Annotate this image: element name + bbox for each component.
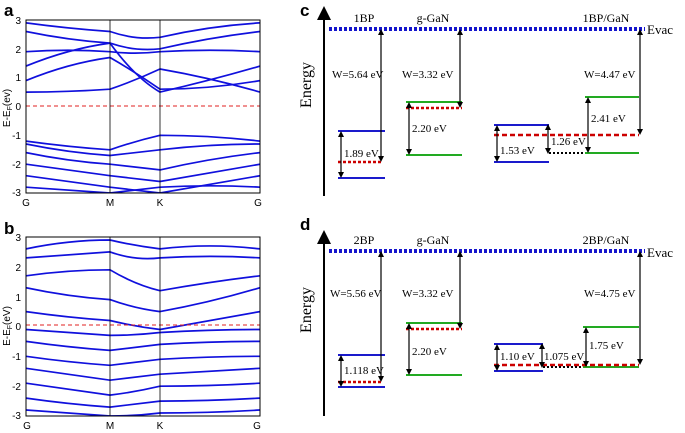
a-band-1 [26, 30, 260, 51]
xtick-a-m: M [106, 198, 114, 209]
bandgap-value-ggan-hetero-d: 1.75 eV [589, 340, 624, 352]
a-band-2 [26, 49, 260, 54]
a-band-11 [26, 184, 260, 193]
ytick-b-1: 1 [15, 293, 21, 304]
bandgap-value-ggan-c: 2.20 eV [412, 123, 447, 135]
column-title-1bp-gan: 1BP/GaN [583, 11, 630, 25]
panel-letter-b: b [4, 219, 14, 238]
y-axis-label-b: E-EF(eV) [2, 306, 14, 346]
panel-b: b 3 2 1 0 -1 -2 -3 G M K G E-EF(eV) [2, 219, 261, 432]
band-lines-b [26, 239, 260, 416]
energy-label-d: Energy [298, 287, 315, 333]
b-band-10 [26, 397, 260, 408]
column-title-2bp-gan: 2BP/GaN [583, 233, 630, 247]
xtick-a-g2: G [254, 198, 262, 209]
energy-axis-arrowhead-c [317, 6, 331, 20]
xtick-b-m: M [106, 421, 114, 432]
b-band-5 [26, 328, 260, 337]
work-function-ggan-d: W=3.32 eV [402, 288, 453, 300]
ylabel-b-sub: F [7, 325, 14, 329]
work-function-ggan-c: W=3.32 eV [402, 69, 453, 81]
b-band-7 [26, 355, 260, 367]
panel-a: a 3 2 1 0 -1 -2 -3 G M K G E-EF(ev) [2, 1, 262, 209]
ylabel-a-main: E-E [2, 110, 13, 127]
xtick-a-k: K [157, 198, 164, 209]
energy-axis-arrowhead-d [317, 230, 331, 244]
a-band-6 [26, 134, 260, 151]
x-ticks-b: G M K G [23, 421, 261, 432]
ylabel-a-sub: F [7, 106, 14, 110]
ytick-a-m2: -2 [12, 160, 21, 171]
ylabel-b-unit: (eV) [2, 306, 13, 325]
ytick-b-m2: -2 [12, 382, 21, 393]
a-band-4 [26, 56, 260, 91]
bandgap-value-ggan-hetero-c: 2.41 eV [591, 113, 626, 125]
a-band-0 [26, 22, 260, 39]
column-title-1bp: 1BP [354, 11, 375, 25]
xtick-b-k: K [157, 421, 164, 432]
column-title-2bp: 2BP [354, 233, 375, 247]
offset-value-c: 1.26 eV [551, 136, 586, 148]
panel-c: c Energy Evac 1BP g-GaN 1BP/GaN 1.89 eV … [298, 1, 673, 196]
b-band-9 [26, 382, 260, 396]
b-band-8 [26, 367, 260, 382]
a-band-7 [26, 143, 260, 157]
ytick-a-0: 0 [15, 102, 21, 113]
ytick-a-3: 3 [15, 16, 21, 27]
ytick-a-2: 2 [15, 45, 21, 56]
energy-label-c: Energy [298, 62, 315, 108]
xtick-b-g1: G [23, 421, 31, 432]
xtick-a-g1: G [22, 198, 30, 209]
column-title-ggan-c: g-GaN [417, 11, 450, 25]
b-band-11 [26, 409, 260, 416]
ytick-b-3: 3 [15, 233, 21, 244]
work-function-hetero-d: W=4.75 eV [584, 288, 635, 300]
ytick-b-m1: -1 [12, 352, 21, 363]
panel-letter-d: d [300, 215, 310, 234]
svg-text:E-EF(ev): E-EF(ev) [2, 89, 14, 127]
plot-frame-a [25, 19, 261, 194]
b-band-1 [26, 251, 260, 260]
y-ticks-b: 3 2 1 0 -1 -2 -3 [12, 233, 21, 422]
ylabel-a-unit: (ev) [2, 89, 13, 106]
plot-frame-b [25, 236, 261, 417]
ytick-b-m3: -3 [12, 411, 21, 422]
ylabel-b-main: E-E [2, 329, 13, 346]
offset-value-d: 1.075 eV [544, 351, 584, 363]
ytick-a-m3: -3 [12, 188, 21, 199]
x-ticks-a: G M K G [22, 198, 262, 209]
panel-letter-a: a [4, 1, 14, 20]
ytick-b-2: 2 [15, 263, 21, 274]
evac-label-c: Evac [647, 22, 673, 37]
band-lines-a [26, 22, 260, 193]
bandgap-value-ggan-d: 2.20 eV [412, 346, 447, 358]
panel-d: d Energy Evac 2BP g-GaN 2BP/GaN 1.118 eV… [298, 215, 673, 416]
work-function-2bp: W=5.56 eV [330, 288, 381, 300]
bandgap-value-2bp-hetero: 1.10 eV [500, 351, 535, 363]
bandgap-value-1bp: 1.89 eV [344, 148, 379, 160]
bandgap-value-1bp-hetero: 1.53 eV [500, 145, 535, 157]
b-band-0 [26, 239, 260, 250]
y-ticks-a: 3 2 1 0 -1 -2 -3 [12, 16, 21, 199]
svg-text:E-EF(eV): E-EF(eV) [2, 306, 14, 346]
b-band-6 [26, 340, 260, 352]
bandgap-value-2bp: 1.118 eV [344, 365, 384, 377]
b-band-2 [26, 268, 260, 292]
b-band-3 [26, 286, 260, 313]
y-axis-label-a: E-EF(ev) [2, 89, 14, 127]
panel-letter-c: c [300, 1, 309, 20]
a-band-9 [26, 163, 260, 183]
b-band-4 [26, 310, 260, 331]
column-title-ggan-d: g-GaN [417, 233, 450, 247]
a-band-5 [26, 68, 260, 93]
ytick-a-1: 1 [15, 73, 21, 84]
ytick-b-0: 0 [15, 322, 21, 333]
xtick-b-g2: G [253, 421, 261, 432]
work-function-hetero-c: W=4.47 eV [584, 69, 635, 81]
evac-label-d: Evac [647, 245, 673, 260]
a-band-8 [26, 151, 260, 171]
ytick-a-m1: -1 [12, 131, 21, 142]
work-function-1bp: W=5.64 eV [332, 69, 383, 81]
